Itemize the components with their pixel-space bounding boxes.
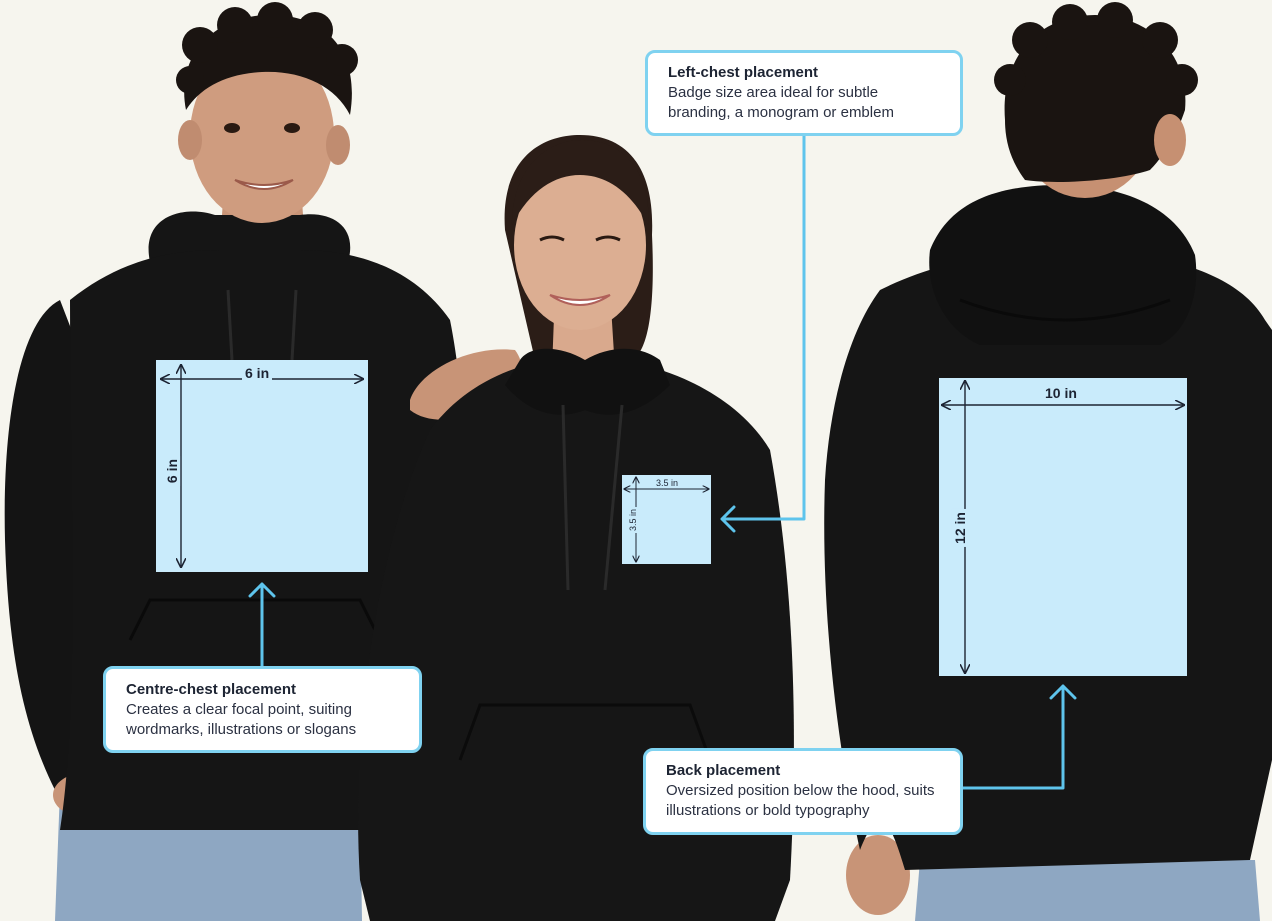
left-chest-width-label: 3.5 in [654, 478, 681, 488]
left-chest-description: Badge size area ideal for subtle brandin… [668, 84, 894, 121]
back-connector [961, 684, 1077, 790]
back-print-area: 10 in 12 in [939, 378, 1187, 676]
centre-chest-callout: Centre-chest placement Creates a clear f… [103, 666, 422, 753]
centre-chest-title: Centre-chest placement [126, 681, 297, 698]
left-chest-connector [720, 132, 806, 533]
right-model-hood [929, 185, 1197, 345]
centre-chest-height-label: 6 in [164, 455, 181, 487]
back-callout: Back placement Oversized position below … [643, 748, 963, 835]
left-chest-print-area: 3.5 in 3.5 in [622, 475, 711, 564]
centre-chest-connector [248, 582, 276, 669]
back-description: Oversized position below the hood, suits… [666, 782, 935, 819]
centre-chest-description: Creates a clear focal point, suiting wor… [126, 701, 357, 738]
back-dimension-arrows [939, 378, 1187, 676]
left-chest-callout: Left-chest placement Badge size area ide… [645, 50, 963, 136]
connectors [248, 132, 1077, 790]
centre-chest-dimension-arrows [156, 360, 368, 572]
back-title: Back placement [666, 762, 781, 779]
centre-chest-print-area: 6 in 6 in [156, 360, 368, 572]
centre-chest-width-label: 6 in [242, 365, 273, 381]
right-model-jeans [915, 860, 1260, 921]
back-height-label: 12 in [951, 509, 968, 547]
left-chest-height-label: 3.5 in [628, 506, 639, 534]
back-width-label: 10 in [1042, 385, 1080, 401]
right-model-hair [1004, 15, 1186, 182]
left-chest-title: Left-chest placement [668, 64, 819, 81]
